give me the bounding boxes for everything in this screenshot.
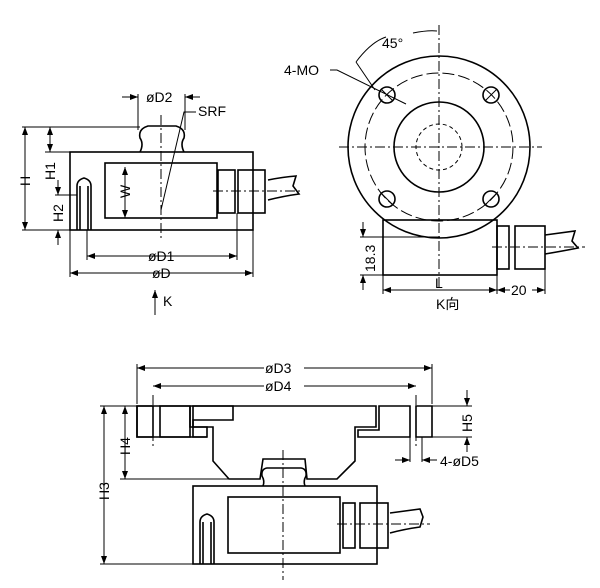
cable: [389, 508, 424, 534]
top-view: 45° 4-MO 18.3 L K向 20: [284, 25, 585, 312]
label-d5: 4-øD5: [440, 453, 479, 469]
gauge-window: [227, 496, 341, 554]
assembly-view: øD3 øD4 H3 H4 H5 4-øD5: [96, 360, 479, 580]
label-d4: øD4: [265, 378, 292, 394]
pin: [199, 513, 215, 564]
label-h3: H3: [96, 482, 112, 500]
load-plate-section: [192, 405, 377, 480]
label-d2: øD2: [146, 89, 173, 105]
label-d3: øD3: [265, 360, 292, 376]
side-view: øD2 SRF H H1 H2 W øD1 øD K: [17, 89, 301, 315]
label-l: L: [435, 275, 443, 291]
label-d: øD: [152, 265, 171, 281]
label-connector: 20: [511, 282, 527, 298]
connector-gland: [359, 502, 389, 549]
label-srf: SRF: [198, 103, 226, 119]
label-h: H: [17, 176, 33, 186]
pin: [76, 177, 92, 230]
label-k-dir: K向: [436, 296, 459, 312]
label-h1: H1: [42, 162, 58, 180]
label-holes: 4-MO: [284, 62, 319, 78]
load-button: [138, 125, 186, 153]
connector-nut: [342, 502, 356, 549]
load-cell-body: [192, 485, 378, 565]
cable: [544, 230, 580, 255]
flange-left: [136, 405, 234, 438]
cable: [267, 175, 301, 201]
load-button: [261, 467, 307, 487]
label-k: K: [163, 293, 173, 309]
label-w: W: [117, 184, 133, 198]
label-d1: øD1: [148, 248, 175, 264]
label-h2: H2: [50, 204, 66, 222]
label-angle: 45°: [382, 35, 403, 51]
label-height: 18.3: [362, 245, 378, 272]
label-h4: H4: [117, 437, 133, 455]
label-h5: H5: [459, 414, 475, 432]
